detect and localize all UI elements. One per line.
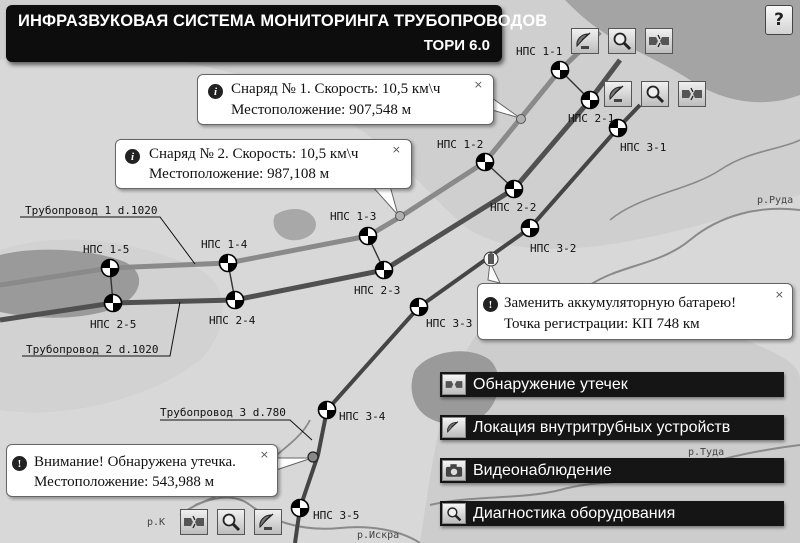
station-nps-2-5[interactable] (103, 293, 123, 313)
menu-diagnostics[interactable]: Диагностика оборудования (440, 501, 784, 526)
pipe1-leader (20, 216, 196, 265)
warning-icon: ! (12, 456, 27, 471)
callout-pig-1: i Снаряд № 1. Скорость: 10,5 км\ч Местоп… (197, 74, 494, 125)
label-nps-1-2: НПС 1-2 (437, 138, 484, 151)
callout-pig-2-location: Местоположение: 987,108 м (149, 166, 330, 182)
label-pipeline-1: Трубопровод 1 d.1020 (25, 204, 158, 217)
callout-leak-message: Внимание! Обнаружена утечка. (34, 454, 236, 470)
callout-pig-2-speed: Снаряд № 2. Скорость: 10,5 км\ч (149, 146, 359, 162)
station-nps-3-3[interactable] (409, 297, 429, 317)
pipe2-leader (22, 301, 181, 357)
callout-pig-1-close-icon[interactable]: × (473, 78, 483, 91)
pig-marker-1[interactable] (516, 114, 526, 124)
station-nps-1-1[interactable] (550, 60, 570, 80)
menu-pig-location[interactable]: Локация внутритрубных устройств (440, 415, 784, 440)
menu-pig-location-label: Локация внутритрубных устройств (473, 418, 731, 436)
station-nps-2-1[interactable] (580, 90, 600, 110)
station-nps-2-2[interactable] (504, 179, 524, 199)
callout-pig-1-location: Местоположение: 907,548 м (231, 102, 412, 118)
satellite-icon[interactable] (604, 81, 632, 107)
pipe-break-icon[interactable] (678, 81, 706, 107)
magnifier-icon[interactable] (641, 81, 669, 107)
checkpoint-battery-icon[interactable] (483, 251, 499, 267)
callout-battery-close-icon[interactable]: × (774, 288, 784, 301)
magnifier-icon (442, 503, 466, 524)
menu-leak-detection[interactable]: Обнаружение утечек (440, 372, 784, 397)
menu-video[interactable]: Видеонаблюдение (440, 458, 784, 483)
station-nps-3-2[interactable] (520, 218, 540, 238)
info-icon: i (208, 84, 223, 99)
help-button[interactable]: ? (765, 5, 793, 35)
satellite-icon (442, 417, 466, 438)
menu-video-label: Видеонаблюдение (473, 461, 612, 479)
label-nps-3-1: НПС 3-1 (620, 141, 667, 154)
callout-leak: ! Внимание! Обнаружена утечка. Местополо… (6, 444, 278, 497)
satellite-icon[interactable] (571, 28, 599, 54)
label-nps-2-3: НПС 2-3 (354, 284, 401, 297)
magnifier-icon[interactable] (217, 509, 245, 535)
callout-pig-2: i Снаряд № 2. Скорость: 10,5 км\ч Местоп… (115, 139, 412, 189)
menu-leak-detection-label: Обнаружение утечек (473, 375, 628, 393)
lake-top (565, 0, 800, 103)
label-nps-3-2: НПС 3-2 (530, 242, 577, 255)
pipe-break-icon[interactable] (645, 28, 673, 54)
river-branch-east (609, 139, 800, 221)
label-nps-3-3: НПС 3-3 (426, 317, 473, 330)
station-nps-1-2[interactable] (475, 152, 495, 172)
menu-diagnostics-label: Диагностика оборудования (473, 504, 676, 522)
label-nps-2-2: НПС 2-2 (490, 201, 537, 214)
river-iskra (179, 496, 421, 543)
camera-icon (442, 460, 466, 481)
label-river-tuda: р.Туда (688, 447, 725, 458)
label-river-k: р.К (147, 517, 166, 528)
label-nps-1-5: НПС 1-5 (83, 243, 130, 256)
callout-leak-location: Местоположение: 543,988 м (34, 474, 215, 490)
label-nps-1-3: НПС 1-3 (330, 210, 377, 223)
label-nps-2-5: НПС 2-5 (90, 318, 137, 331)
leak-marker[interactable] (307, 451, 319, 463)
magnifier-icon[interactable] (608, 28, 636, 54)
station-nps-3-4[interactable] (317, 400, 337, 420)
station-nps-2-4[interactable] (225, 290, 245, 310)
callout-pig-2-close-icon[interactable]: × (391, 143, 401, 156)
label-nps-2-4: НПС 2-4 (209, 314, 256, 327)
warning-icon: ! (483, 297, 498, 312)
callout-leak-close-icon[interactable]: × (259, 448, 269, 461)
callout-pig-1-speed: Снаряд № 1. Скорость: 10,5 км\ч (231, 81, 441, 97)
info-icon: i (125, 149, 140, 164)
app-version: ТОРИ 6.0 (423, 37, 490, 54)
pig-marker-2[interactable] (395, 211, 405, 221)
station-nps-3-5[interactable] (290, 498, 310, 518)
app-title: ИНФРАЗВУКОВАЯ СИСТЕМА МОНИТОРИНГА ТРУБОП… (18, 12, 548, 30)
pipe3-leader (160, 419, 313, 441)
pipeline-3[interactable] (293, 103, 642, 543)
label-river-ruda: р.Руда (757, 195, 794, 206)
callout-battery: ! Заменить аккумуляторную батарею! Точка… (477, 283, 793, 340)
callout-battery-point: Точка регистрации: КП 748 км (504, 316, 700, 332)
label-nps-2-1: НПС 2-1 (568, 112, 615, 125)
lake-small (273, 208, 316, 241)
label-pipeline-3: Трубопровод 3 d.780 (160, 406, 286, 419)
label-river-iskra: р.Искра (357, 530, 400, 541)
label-nps-3-5: НПС 3-5 (313, 509, 360, 522)
station-nps-1-5[interactable] (100, 258, 120, 278)
satellite-icon[interactable] (254, 509, 282, 535)
callout-battery-message: Заменить аккумуляторную батарею! (504, 295, 737, 311)
label-nps-1-1: НПС 1-1 (516, 45, 563, 58)
app-title-panel: ИНФРАЗВУКОВАЯ СИСТЕМА МОНИТОРИНГА ТРУБОП… (6, 5, 547, 62)
station-nps-1-4[interactable] (218, 253, 238, 273)
pipeline-1[interactable] (0, 30, 602, 288)
pipe-break-icon (442, 374, 466, 395)
pipe-break-icon[interactable] (180, 509, 208, 535)
label-nps-3-4: НПС 3-4 (339, 410, 386, 423)
label-nps-1-4: НПС 1-4 (201, 238, 248, 251)
station-nps-2-3[interactable] (374, 260, 394, 280)
label-pipeline-2: Трубопровод 2 d.1020 (26, 343, 159, 356)
station-nps-1-3[interactable] (358, 226, 378, 246)
callout-battery-tail (487, 260, 501, 284)
